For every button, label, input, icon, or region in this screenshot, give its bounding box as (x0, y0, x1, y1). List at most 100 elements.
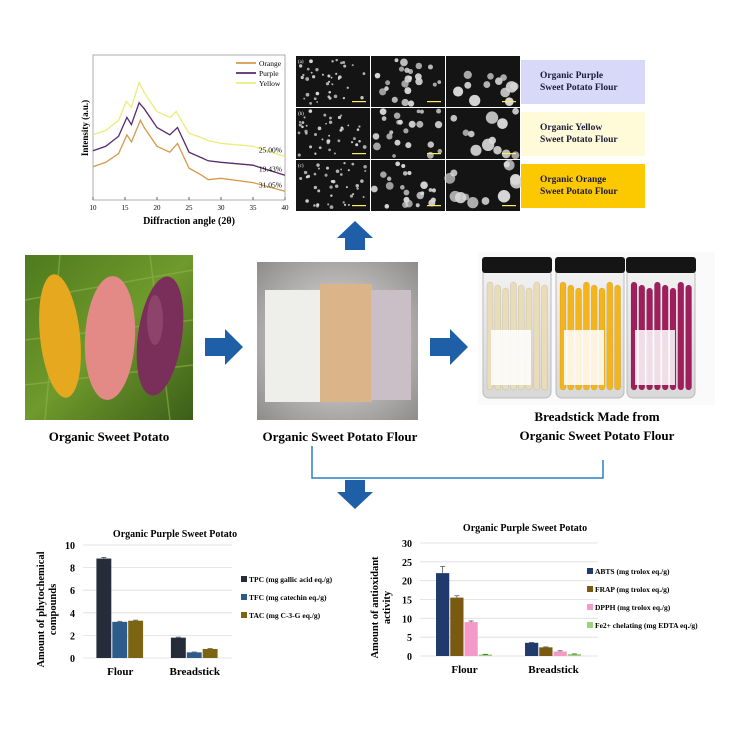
starch-granule (323, 114, 326, 117)
starch-granule (335, 59, 337, 61)
scale-bar (502, 153, 516, 154)
starch-granule (437, 80, 441, 84)
starch-granule (417, 192, 424, 199)
legend-label: Purple (259, 69, 279, 78)
bar (465, 622, 478, 656)
scale-bar (427, 205, 441, 206)
starch-granule (427, 152, 434, 159)
starch-granule (340, 62, 343, 65)
starch-granule (405, 142, 411, 148)
category-label: Flour (451, 664, 477, 676)
y-tick-label: 30 (402, 539, 412, 550)
sweet-potato-photo (25, 255, 193, 420)
flour-label-box (521, 60, 645, 104)
starch-granule (342, 61, 345, 64)
starch-granule (392, 154, 396, 158)
bar (568, 654, 581, 656)
starch-granule (343, 65, 346, 68)
starch-granule (331, 60, 333, 62)
sem-image (296, 56, 370, 107)
starch-granule (408, 100, 414, 106)
starch-granule (402, 99, 409, 106)
error-bar (133, 620, 138, 621)
starch-granule (401, 80, 408, 87)
starch-granule (329, 97, 332, 100)
scale-bar (352, 153, 366, 154)
starch-granule (453, 87, 463, 97)
error-bar (117, 621, 122, 622)
breadstick-photo (478, 252, 715, 405)
starch-granule (385, 80, 390, 85)
starch-granule (340, 168, 342, 170)
starch-granule (373, 143, 381, 151)
bar (96, 559, 111, 658)
starch-granule (417, 110, 421, 114)
sem-row-label: (c) (298, 164, 304, 169)
breadstick (542, 285, 548, 390)
error-bar (440, 566, 445, 573)
legend-swatch (587, 586, 593, 592)
starch-granule (403, 171, 408, 176)
starch-granule (358, 140, 361, 143)
starch-granule (375, 73, 381, 79)
starch-granule (340, 173, 343, 176)
starch-granule (328, 135, 330, 137)
starch-granule (316, 101, 318, 103)
starch-granule (347, 124, 349, 126)
starch-granule (504, 161, 510, 167)
starch-granule (340, 127, 344, 131)
flour-label-box (521, 164, 645, 208)
starch-granule (307, 175, 310, 178)
bar (525, 643, 538, 656)
starch-granule (356, 187, 358, 189)
starch-granule (306, 93, 310, 97)
starch-granule (500, 74, 507, 81)
starch-granule (416, 203, 420, 207)
starch-granule (304, 130, 307, 133)
starch-granule (379, 88, 386, 95)
starch-granule (483, 81, 490, 88)
starch-granule (347, 87, 349, 89)
starch-granule (309, 145, 312, 148)
starch-granule (408, 69, 413, 74)
jar-lid (626, 257, 696, 273)
starch-granule (399, 66, 404, 71)
starch-granule (470, 145, 481, 156)
starch-granule (497, 118, 508, 129)
scale-bar (502, 101, 516, 102)
y-tick-label: 20 (402, 577, 412, 588)
flour-label-text: Organic Orange (540, 175, 606, 185)
xrd-tick-label: 20 (154, 204, 162, 212)
starch-granule (498, 190, 510, 202)
starch-granule (464, 82, 471, 89)
starch-granule (303, 98, 305, 100)
xrd-tick-label: 25 (186, 204, 194, 212)
starch-granule (420, 181, 428, 189)
caption-sweet-potato: Organic Sweet Potato (49, 429, 170, 444)
starch-granule (385, 204, 390, 209)
starch-granule (331, 180, 334, 183)
jar-label (491, 330, 531, 385)
starch-granule (363, 196, 365, 198)
starch-granule (468, 131, 475, 138)
starch-granule (326, 167, 329, 170)
breadstick (686, 285, 692, 390)
starch-granule (407, 171, 411, 175)
legend-label: Fe2+ chelating (mg EDTA eq./g) (595, 621, 698, 630)
starch-granule (311, 72, 313, 74)
starch-granule (330, 205, 334, 209)
bar (203, 649, 218, 658)
starch-granule (510, 82, 518, 90)
starch-granule (317, 189, 320, 192)
starch-granule (415, 73, 422, 80)
flour-label-text: Organic Purple (540, 71, 603, 81)
xrd-ylabel: Intensity (a.u.) (80, 100, 90, 156)
breadstick (615, 285, 621, 390)
starch-granule (432, 188, 436, 192)
starch-granule (319, 146, 322, 149)
starch-granule (343, 97, 345, 99)
starch-granule (436, 109, 441, 114)
jar-lid (555, 257, 625, 273)
starch-granule (343, 201, 345, 203)
starch-granule (400, 185, 405, 190)
